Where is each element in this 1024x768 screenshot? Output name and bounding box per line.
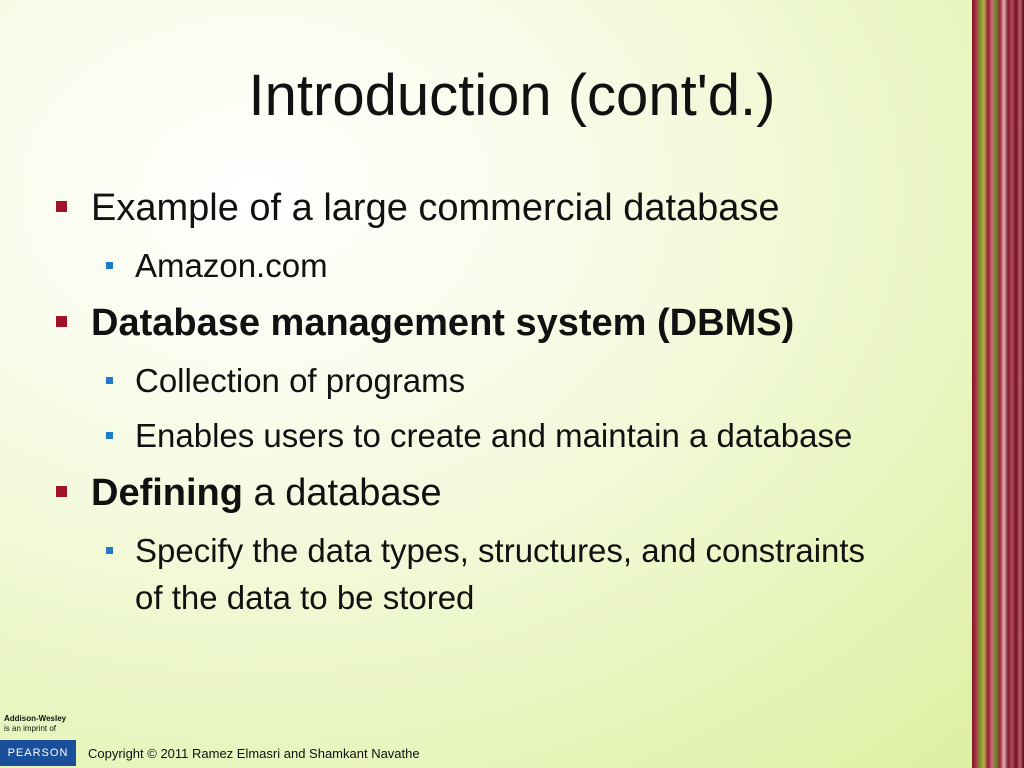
- square-bullet-icon: [106, 432, 113, 439]
- square-bullet-icon: [106, 377, 113, 384]
- bullet-text: Example of a large commercial database: [91, 187, 780, 229]
- decorative-side-stripe: [972, 0, 1024, 768]
- pearson-logo: PEARSON: [0, 740, 76, 766]
- bullet-text: Specify the data types, structures, and …: [135, 532, 866, 616]
- slide-content: Example of a large commercial database A…: [56, 182, 956, 621]
- square-bullet-icon: [56, 316, 67, 327]
- imprint-text: is an imprint of: [4, 724, 57, 733]
- bullet-level2: Specify the data types, structures, and …: [56, 527, 895, 621]
- bullet-text: Enables users to create and maintain a d…: [135, 417, 853, 454]
- square-bullet-icon: [106, 547, 113, 554]
- bullet-level1: Database management system (DBMS): [56, 297, 956, 349]
- bullet-level2: Collection of programs: [56, 357, 956, 404]
- bullet-text: a database: [242, 472, 442, 514]
- bullet-level1: Defining a database: [56, 467, 956, 519]
- bullet-text: Collection of programs: [135, 362, 466, 399]
- footer-copyright: Copyright © 2011 Ramez Elmasri and Shamk…: [88, 746, 420, 761]
- bullet-text: Amazon.com: [135, 247, 328, 284]
- bullet-level1: Example of a large commercial database: [56, 182, 956, 234]
- square-bullet-icon: [56, 201, 67, 212]
- publisher-name: Addison-Wesley: [4, 714, 67, 723]
- square-bullet-icon: [56, 486, 67, 497]
- slide-title: Introduction (cont'd.): [248, 63, 776, 128]
- bullet-level2: Enables users to create and maintain a d…: [56, 412, 895, 459]
- publisher-logo: Addison-Wesley is an imprint of PEARSON: [0, 712, 78, 768]
- square-bullet-icon: [106, 262, 113, 269]
- bullet-text-bold: Database management system (DBMS): [91, 302, 795, 344]
- bullet-level2: Amazon.com: [56, 242, 956, 289]
- bullet-text-bold: Defining: [91, 472, 243, 514]
